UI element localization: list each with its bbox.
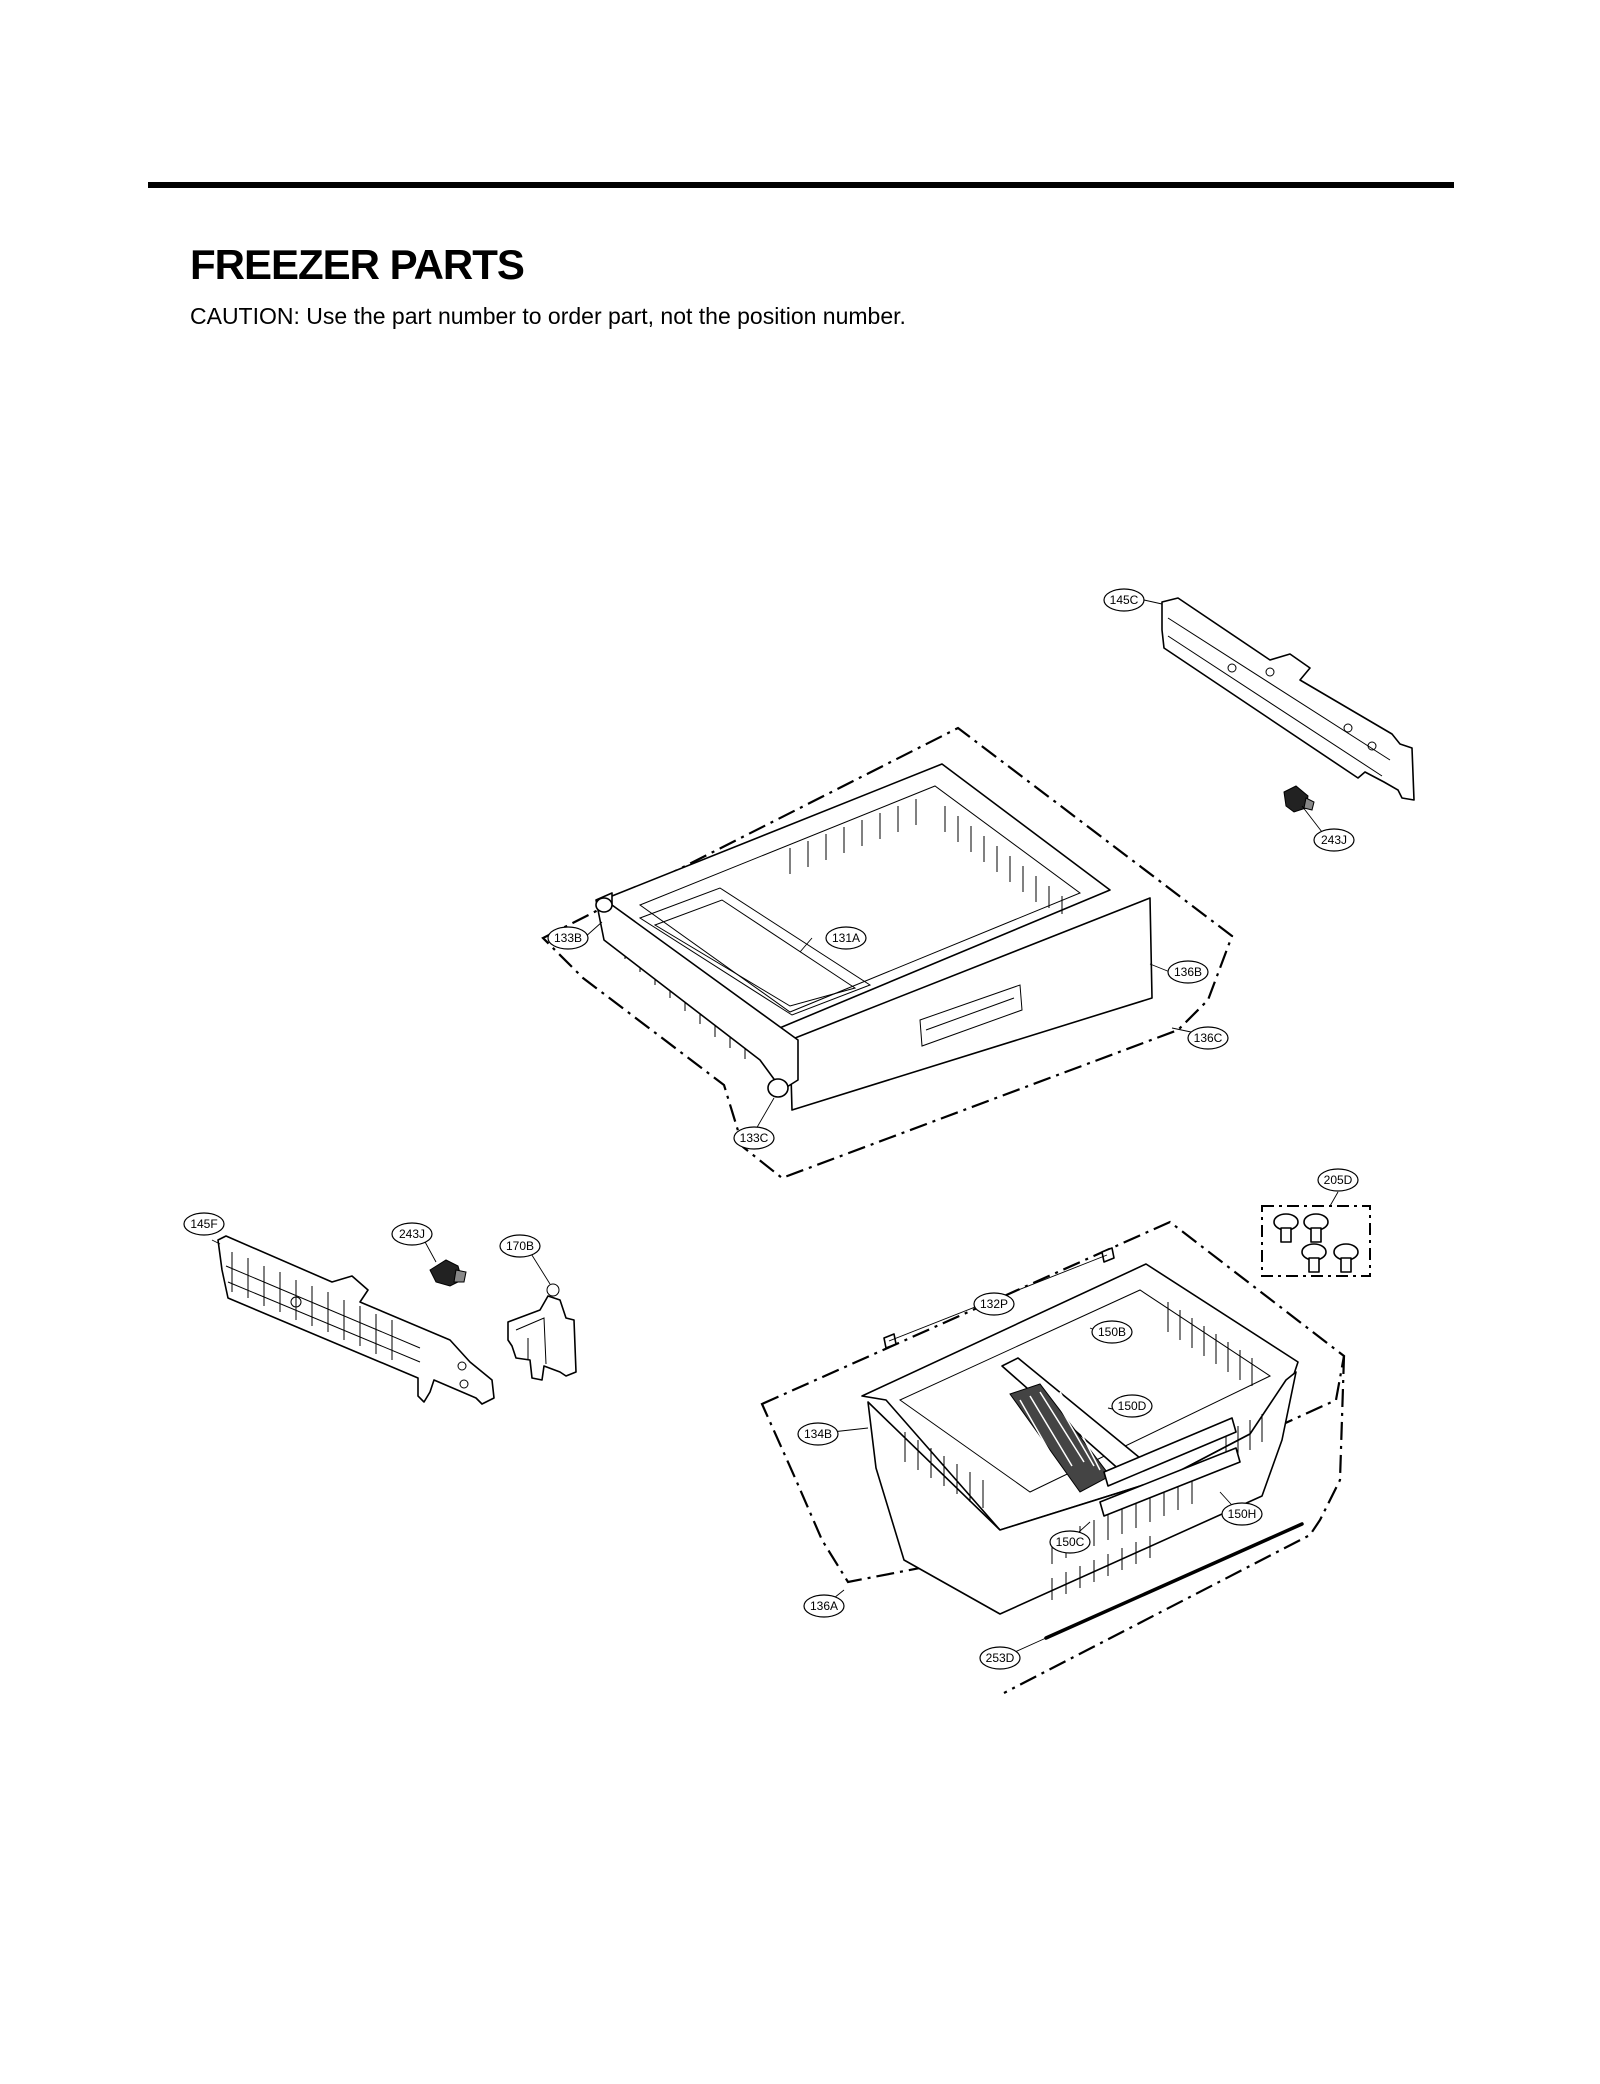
callout-131A: 131A: [825, 926, 867, 950]
svg-text:133B: 133B: [554, 931, 582, 945]
lower-basket-group-boundary: [760, 1220, 1346, 1584]
callout-136A: 136A: [803, 1594, 845, 1618]
clip-132P-right-part: [1101, 1247, 1115, 1263]
page-title: FREEZER PARTS: [190, 241, 525, 288]
svg-text:145F: 145F: [190, 1217, 217, 1231]
lower-basket-part: [861, 1263, 1299, 1615]
callout-150D: 150D: [1111, 1394, 1153, 1418]
svg-text:136A: 136A: [810, 1599, 838, 1613]
callout-145F: 145F: [183, 1212, 225, 1236]
svg-text:150B: 150B: [1098, 1325, 1126, 1339]
svg-text:170B: 170B: [506, 1239, 534, 1253]
callout-136B: 136B: [1167, 960, 1209, 984]
rod-253D-part: [1044, 1522, 1304, 1640]
clip-243J-upper-part: [1283, 785, 1315, 813]
upper-drawer-part: [595, 763, 1153, 1111]
svg-text:243J: 243J: [1321, 833, 1347, 847]
clip-243J-lower-part: [429, 1259, 467, 1287]
callout-170B: 170B: [499, 1234, 541, 1258]
svg-text:150C: 150C: [1056, 1535, 1085, 1549]
svg-text:134B: 134B: [804, 1427, 832, 1441]
svg-text:131A: 131A: [832, 931, 860, 945]
callout-150C: 150C: [1049, 1530, 1091, 1554]
callout-132P: 132P: [973, 1292, 1015, 1316]
callout-253D: 253D: [979, 1646, 1021, 1670]
svg-text:253D: 253D: [986, 1651, 1015, 1665]
svg-text:150H: 150H: [1228, 1507, 1257, 1521]
svg-text:150D: 150D: [1118, 1399, 1147, 1413]
svg-text:136B: 136B: [1174, 965, 1202, 979]
callout-145C: 145C: [1103, 588, 1145, 612]
top-rule: [148, 182, 1454, 188]
lower-basket-boundary-tail: [1003, 1355, 1346, 1694]
svg-text:145C: 145C: [1110, 593, 1139, 607]
upper-drawer-group-boundary: [541, 726, 1234, 1180]
svg-text:205D: 205D: [1324, 1173, 1353, 1187]
plug-205D-part: [1273, 1213, 1359, 1273]
callout-133B: 133B: [547, 926, 589, 950]
caution-note: CAUTION: Use the part number to order pa…: [190, 303, 906, 329]
callout-150H: 150H: [1221, 1502, 1263, 1526]
svg-text:133C: 133C: [740, 1131, 769, 1145]
callout-243J-lower: 243J: [391, 1222, 433, 1246]
callout-133C: 133C: [733, 1126, 775, 1150]
bracket-170B-part: [507, 1283, 577, 1381]
callout-150B: 150B: [1091, 1320, 1133, 1344]
callout-134B: 134B: [797, 1422, 839, 1446]
plug-205D-group-boundary: [1261, 1205, 1371, 1277]
svg-text:132P: 132P: [980, 1297, 1008, 1311]
callout-136C: 136C: [1187, 1026, 1229, 1050]
svg-text:243J: 243J: [399, 1227, 425, 1241]
svg-text:136C: 136C: [1194, 1031, 1223, 1045]
rail-145C-part: [1161, 597, 1415, 801]
rail-145F-part: [217, 1235, 495, 1405]
callout-243J-upper: 243J: [1313, 828, 1355, 852]
callout-205D: 205D: [1317, 1168, 1359, 1192]
